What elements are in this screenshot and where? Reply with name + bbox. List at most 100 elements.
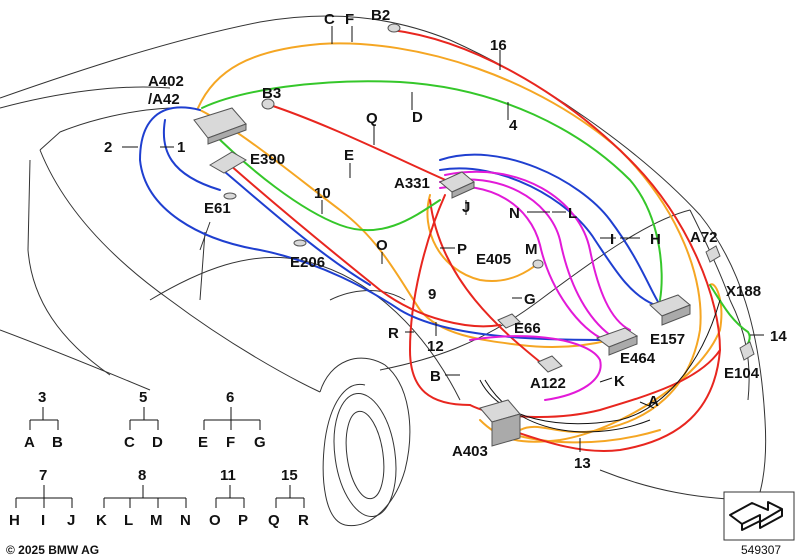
leader-lines (122, 26, 764, 452)
connector-b3 (261, 98, 275, 110)
wire-green-side (209, 129, 441, 232)
label-Q: Q (366, 110, 378, 127)
label-D: D (412, 109, 423, 126)
module-e390 (209, 151, 247, 174)
label-X188: X188 (726, 283, 761, 300)
image-code: 549307 (741, 543, 781, 557)
label-E390: E390 (250, 151, 285, 168)
module-a331 (439, 171, 475, 199)
blue-harness (138, 106, 661, 341)
label-E206: E206 (290, 254, 325, 271)
label-C: C (324, 11, 335, 28)
wire-blue-e61 (162, 119, 221, 191)
label-A122: A122 (530, 375, 566, 392)
label-L: L (568, 205, 577, 222)
magenta-harness (439, 170, 631, 401)
label-B3: B3 (262, 85, 281, 102)
legend-child-Q: Q (268, 512, 280, 529)
wire-magenta-2 (439, 185, 606, 341)
wire-orange-rear (479, 283, 723, 443)
connector-a72 (705, 245, 721, 263)
legend-root-6: 6 (226, 389, 234, 406)
label-A42: /A42 (148, 91, 180, 108)
legend-child-M: M (150, 512, 163, 529)
label-P: P (457, 241, 467, 258)
legend-root-8: 8 (138, 467, 146, 484)
connector-e104 (739, 341, 755, 361)
label-G: G (524, 291, 536, 308)
module-a403 (479, 399, 521, 447)
label-2: 2 (104, 139, 112, 156)
label-16: 16 (490, 37, 507, 54)
legend-child-C: C (124, 434, 135, 451)
label-E104: E104 (724, 365, 760, 382)
label-A403: A403 (452, 443, 488, 460)
label-B: B (430, 368, 441, 385)
legend-child-I: I (41, 512, 45, 529)
wire-magenta-4 (469, 335, 602, 401)
legend-root-7: 7 (39, 467, 47, 484)
legend-child-J: J (67, 512, 75, 529)
module-e157 (649, 294, 691, 326)
connector-e61 (223, 192, 237, 200)
legend-child-O: O (209, 512, 221, 529)
module-e464 (595, 327, 639, 356)
label-B2: B2 (371, 7, 390, 24)
label-F: F (345, 11, 354, 28)
wire-red-b3 (269, 104, 451, 183)
legend-child-D: D (152, 434, 163, 451)
wire-red-e390 (229, 164, 501, 328)
wire-red-a122 (429, 199, 551, 371)
label-A: A (648, 393, 659, 410)
wire-green-roof (201, 80, 663, 301)
wire-magenta-3 (444, 170, 631, 331)
legend-root-3: 3 (38, 389, 46, 406)
module-a402 (193, 107, 247, 145)
wire-red-r (408, 194, 471, 406)
wire-red-roof (391, 29, 722, 452)
legend-child-L: L (124, 512, 133, 529)
label-E405: E405 (476, 251, 511, 268)
legend-child-E: E (198, 434, 208, 451)
components (193, 23, 755, 447)
wire-orange-roof (197, 42, 702, 434)
legend-child-B: B (52, 434, 63, 451)
module-a122 (537, 355, 563, 373)
connector-e405 (532, 259, 544, 269)
label-9: 9 (428, 286, 436, 303)
label-K: K (614, 373, 625, 390)
label-10: 10 (314, 185, 331, 202)
legend-group-5: 5 C D (124, 389, 163, 451)
legend-trees: 3 A B 5 C D 6 E F G (9, 389, 309, 529)
label-O: O (376, 237, 388, 254)
legend-group-3: 3 A B (24, 389, 63, 451)
legend-group-7: 7 H I J (9, 467, 75, 529)
orange-harness (197, 42, 723, 444)
legend-root-5: 5 (139, 389, 147, 406)
wire-magenta-1 (439, 178, 611, 336)
connector-b2 (387, 23, 401, 33)
label-1: 1 (177, 139, 185, 156)
legend-group-8: 8 K L M N (96, 467, 191, 529)
label-E464: E464 (620, 350, 656, 367)
label-J: J (462, 199, 470, 216)
label-R: R (388, 325, 399, 342)
label-A72: A72 (690, 229, 718, 246)
wire-blue-left (138, 106, 621, 341)
label-H: H (650, 231, 661, 248)
wire-orange-e405 (426, 194, 541, 282)
label-E61: E61 (204, 200, 231, 217)
legend-group-6: 6 E F G (198, 389, 266, 451)
wire-blue-e390 (224, 171, 371, 286)
wire-orange-side (199, 109, 611, 349)
overview-icon (723, 491, 795, 541)
car-body-outline (0, 15, 767, 527)
label-M: M (525, 241, 538, 258)
legend-child-P: P (238, 512, 248, 529)
module-e66 (497, 313, 521, 329)
wire-blue-loop1 (439, 153, 661, 306)
label-N: N (509, 205, 520, 222)
legend-child-H: H (9, 512, 20, 529)
label-14: 14 (770, 328, 787, 345)
